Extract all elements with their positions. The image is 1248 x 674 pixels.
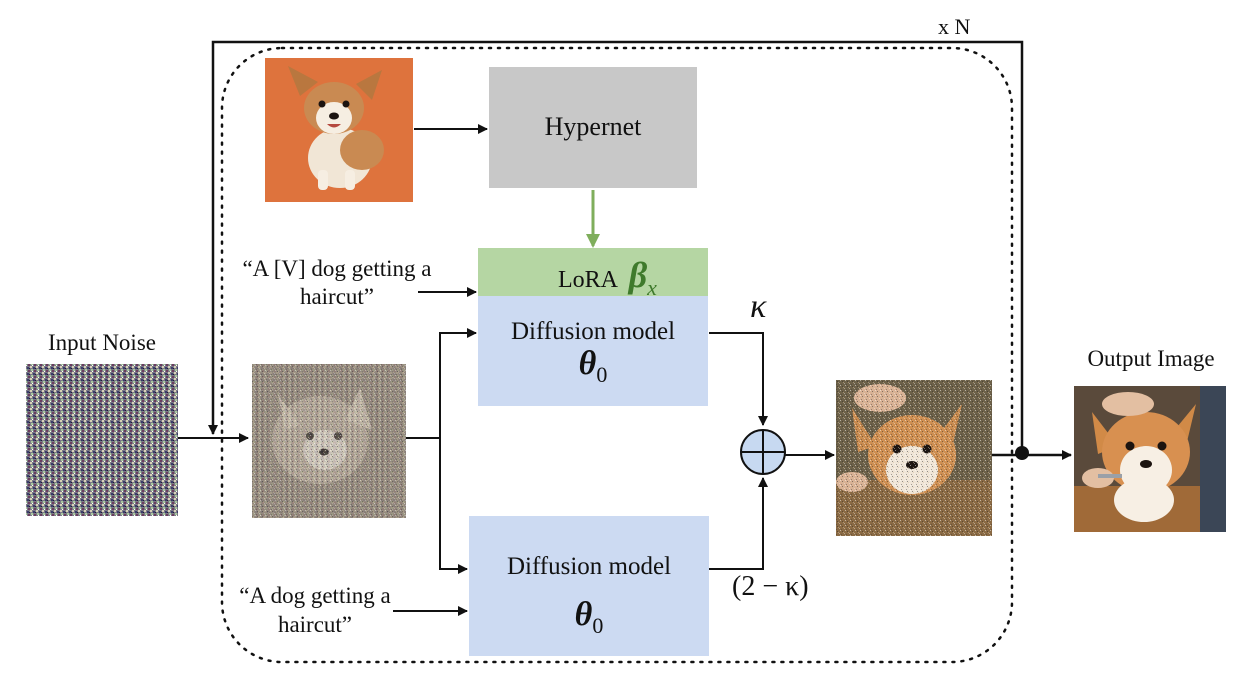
loop-count-label: x N: [938, 14, 971, 39]
lora-box: [478, 248, 708, 296]
lora-beta-symbol: βx: [628, 255, 657, 300]
diffusion-model-bottom-title: Diffusion model: [506, 553, 672, 580]
diffusion-model-top-title: Diffusion model: [510, 318, 676, 345]
partially-denoised-corgi-photo: [836, 380, 992, 536]
two-minus-kappa-weight-label: (2 − κ): [732, 571, 809, 602]
arrow-bottom-model-to-sum: [709, 477, 768, 570]
hypernet-box: [489, 67, 697, 188]
loop-region: [220, 46, 1014, 664]
loop-feedback-line: [208, 40, 1024, 452]
prompt-generic-line1: “A dog getting a: [239, 583, 391, 608]
random-noise-texture: [26, 364, 178, 516]
lora-beta-subscript: x: [647, 275, 657, 300]
arrow-latent-to-bottom-model: [439, 438, 468, 574]
lora-label: LoRA: [558, 267, 617, 293]
corgi-puppy-photo: [265, 58, 413, 202]
diffusion-model-bottom-box: [469, 516, 709, 656]
arrow-latent-to-top-model: [439, 328, 477, 438]
noisy-corgi-photo: [252, 364, 406, 518]
circled-plus-icon: [740, 429, 786, 475]
lora-label-row: LoRA βx: [558, 254, 657, 301]
hypernet-label: Hypernet: [544, 112, 642, 141]
diffusion-model-top-box: [478, 296, 708, 406]
arrow-top-model-to-sum: [709, 332, 768, 426]
diffusion-model-bottom-theta: θ0: [574, 596, 604, 638]
prompt-personalized-line2: haircut”: [299, 284, 375, 309]
output-image-label: Output Image: [1087, 346, 1215, 371]
diffusion-model-top-theta: θ0: [578, 345, 608, 387]
junction-dot: [1015, 446, 1029, 460]
prompt-generic-line2: haircut”: [277, 612, 353, 637]
kappa-weight-label: κ: [750, 288, 767, 325]
prompt-personalized-line1: “A [V] dog getting a: [242, 256, 432, 281]
input-noise-label: Input Noise: [48, 330, 156, 355]
corgi-haircut-photo: [1074, 386, 1226, 532]
